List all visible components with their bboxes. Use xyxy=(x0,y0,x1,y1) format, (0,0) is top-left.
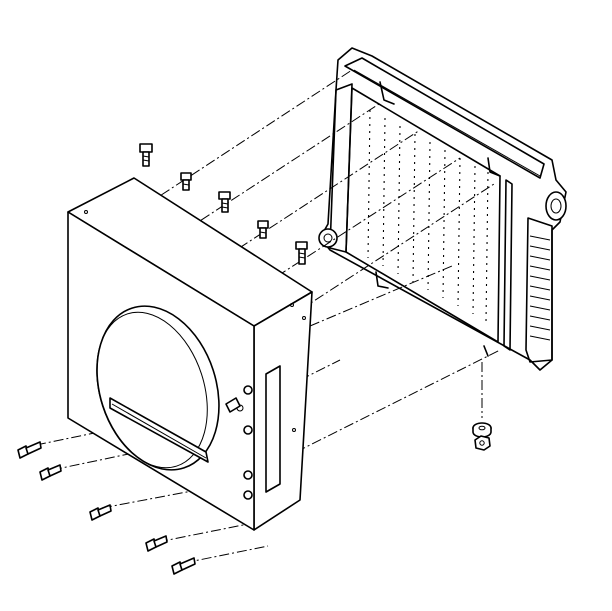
lower-bolt-4 xyxy=(145,535,168,552)
radiator-frame xyxy=(319,47,567,371)
upper-bolts xyxy=(139,143,308,265)
upper-bolt-1 xyxy=(139,143,153,167)
washer xyxy=(472,422,492,438)
radiator-left-tank xyxy=(329,83,353,253)
radiator-left-outlet xyxy=(318,228,338,248)
radiator-inlet-pipe xyxy=(545,191,567,221)
radiator-bottom-bracket xyxy=(375,271,389,289)
lower-bolts xyxy=(17,441,196,575)
radiator-mount-stud xyxy=(483,345,489,357)
nut xyxy=(474,435,491,451)
radiator-bracket-1 xyxy=(379,81,395,105)
radiator-cooler-line xyxy=(503,179,513,351)
shroud-cross-brace xyxy=(109,397,209,463)
shroud-side-holes xyxy=(236,385,253,500)
radiator-right-tank-ribs xyxy=(529,235,551,341)
shroud-side-slot xyxy=(265,365,281,493)
shroud-fan-ring xyxy=(96,311,208,469)
upper-bolt-5 xyxy=(295,241,308,265)
radiator xyxy=(318,47,567,371)
upper-bolt-3 xyxy=(218,191,231,213)
shroud-mount-bolt xyxy=(225,397,241,413)
radiator-top-tank-edge xyxy=(353,69,541,177)
lower-bolt-5 xyxy=(171,557,196,575)
upper-bolt-4 xyxy=(257,220,269,239)
radiator-bracket-2 xyxy=(487,157,501,177)
lower-bolt-2 xyxy=(39,464,62,481)
radiator-top-tank xyxy=(344,57,545,179)
radiator-right-tank xyxy=(525,217,553,363)
lower-bolt-3 xyxy=(89,504,112,521)
upper-bolt-2 xyxy=(180,172,192,191)
fan-shroud xyxy=(67,177,313,531)
shroud-side-face xyxy=(253,291,313,531)
lower-bolt-1 xyxy=(17,441,42,459)
